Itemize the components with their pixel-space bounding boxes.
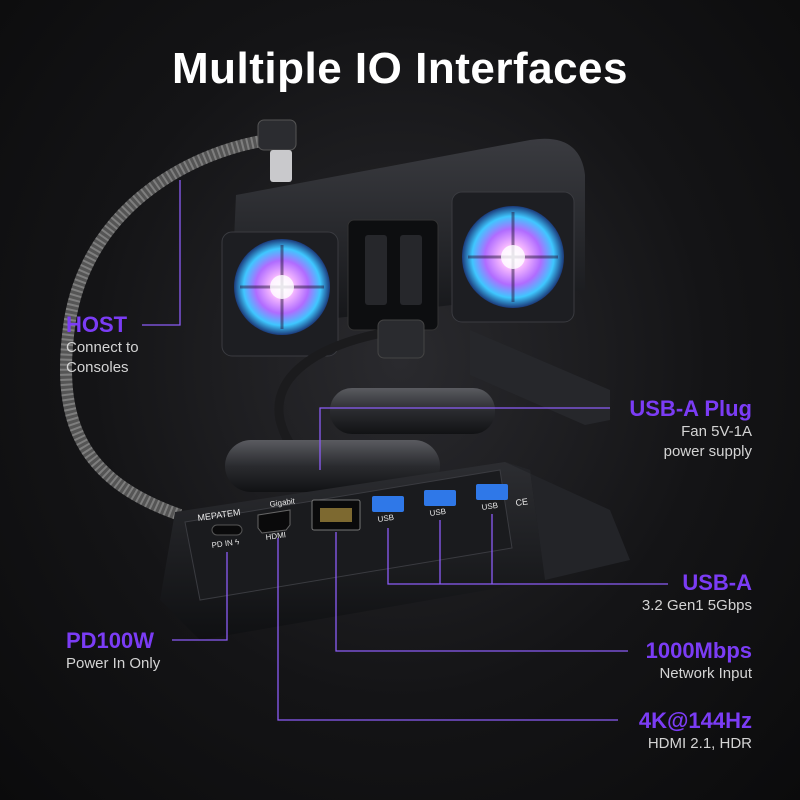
- leader-lines: [142, 180, 668, 721]
- usb-port-label: USB: [481, 501, 499, 512]
- callout-usb-a: USB-A 3.2 Gen1 5Gbps: [642, 570, 752, 616]
- callout-pd100w: PD100W Power In Only: [66, 628, 160, 674]
- hdmi-port-label: HDMI: [265, 530, 287, 542]
- gigabit-label: Gigabit: [269, 496, 296, 509]
- ethernet-port-icon: [311, 499, 361, 531]
- callout-line: Consoles: [66, 359, 129, 376]
- usb-port-label: USB: [429, 507, 447, 518]
- callout-line: Power In Only: [66, 655, 161, 672]
- callout-title: USB-A Plug: [629, 396, 752, 421]
- callout-title: PD100W: [66, 628, 155, 653]
- callout-4k144hz: 4K@144Hz HDMI 2.1, HDR: [639, 708, 752, 754]
- callout-usb-a-plug: USB-A Plug Fan 5V-1A power supply: [629, 396, 752, 462]
- usb-c-port: [211, 524, 243, 536]
- callout-line: HDMI 2.1, HDR: [647, 735, 752, 752]
- callout-line: Connect to: [66, 339, 139, 356]
- roller-bar-upper: [330, 388, 495, 434]
- callout-title: 4K@144Hz: [638, 708, 752, 733]
- callout-line: 3.2 Gen1 5Gbps: [641, 597, 752, 614]
- callout-line: Fan 5V-1A: [681, 423, 752, 440]
- page-title: Multiple IO Interfaces: [172, 44, 628, 93]
- usb-a-port-icon: [372, 484, 508, 512]
- roller-bar-lower: [225, 440, 440, 492]
- usb-port-label: USB: [377, 513, 395, 524]
- callout-1000mbps: 1000Mbps Network Input: [646, 638, 752, 684]
- ce-mark: CE: [515, 496, 529, 508]
- callout-line: power supply: [663, 443, 752, 460]
- callout-title: USB-A: [682, 570, 752, 595]
- callout-title: 1000Mbps: [645, 638, 752, 663]
- callout-host: HOST Connect to Consoles: [66, 312, 139, 378]
- hdmi-port-icon: [257, 509, 291, 534]
- pd-port-label: PD IN ϟ: [211, 537, 241, 550]
- usb-c-plug-icon: [257, 119, 297, 182]
- callout-title: HOST: [66, 312, 128, 337]
- callout-line: Network Input: [659, 665, 752, 682]
